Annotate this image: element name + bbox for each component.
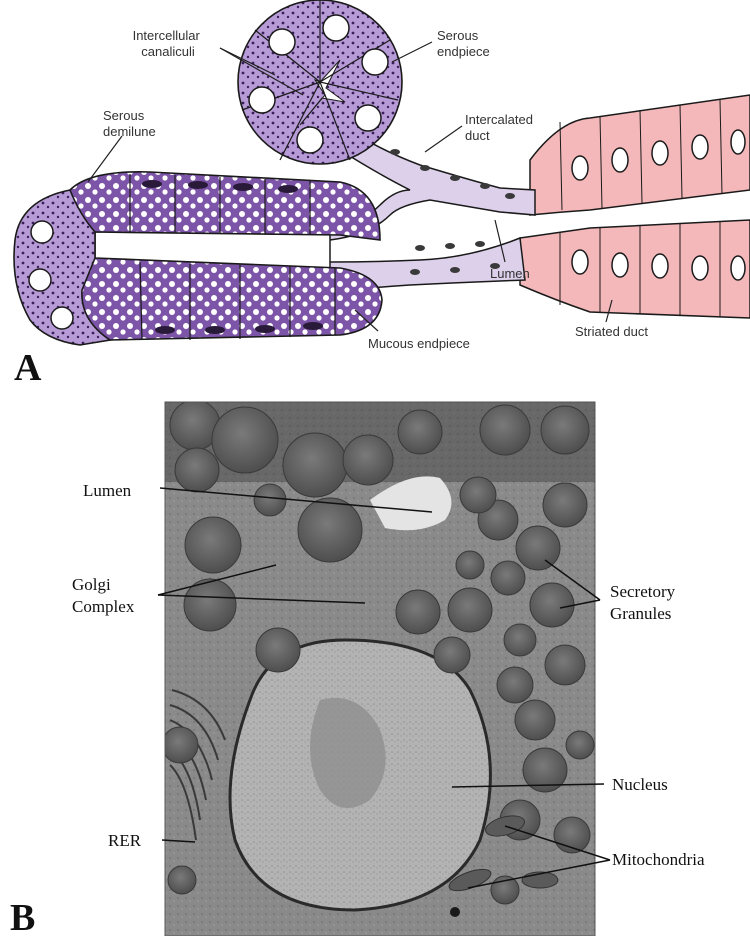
label-mucous-endpiece: Mucous endpiece <box>368 336 470 351</box>
label-lumen-b: Lumen <box>83 481 132 500</box>
label-rer: RER <box>108 831 142 850</box>
label-serous-demilune: Serous demilune <box>103 108 156 139</box>
label-intercalated-duct: Intercalated duct <box>465 112 537 143</box>
striated-duct-lower <box>520 220 750 318</box>
panel-letter-b: B <box>10 897 35 936</box>
label-intercellular-canaliculi: Intercellular canaliculi <box>133 28 204 59</box>
label-nucleus: Nucleus <box>612 775 668 794</box>
label-secretory-granules: Secretory Granules <box>610 582 679 623</box>
panel-b-micrograph: Lumen Golgi Complex Secretory Granules N… <box>10 400 705 936</box>
label-mitochondria: Mitochondria <box>612 850 705 869</box>
label-striated-duct: Striated duct <box>575 324 648 339</box>
panel-letter-a: A <box>14 347 42 389</box>
label-golgi-complex: Golgi Complex <box>72 575 135 616</box>
label-serous-endpiece: Serous endpiece <box>437 28 490 59</box>
em-small-dense-particle <box>450 907 460 917</box>
panel-a-diagram: Intercellular canaliculi Serous endpiece… <box>14 0 750 389</box>
label-lumen-a: Lumen <box>490 266 530 281</box>
